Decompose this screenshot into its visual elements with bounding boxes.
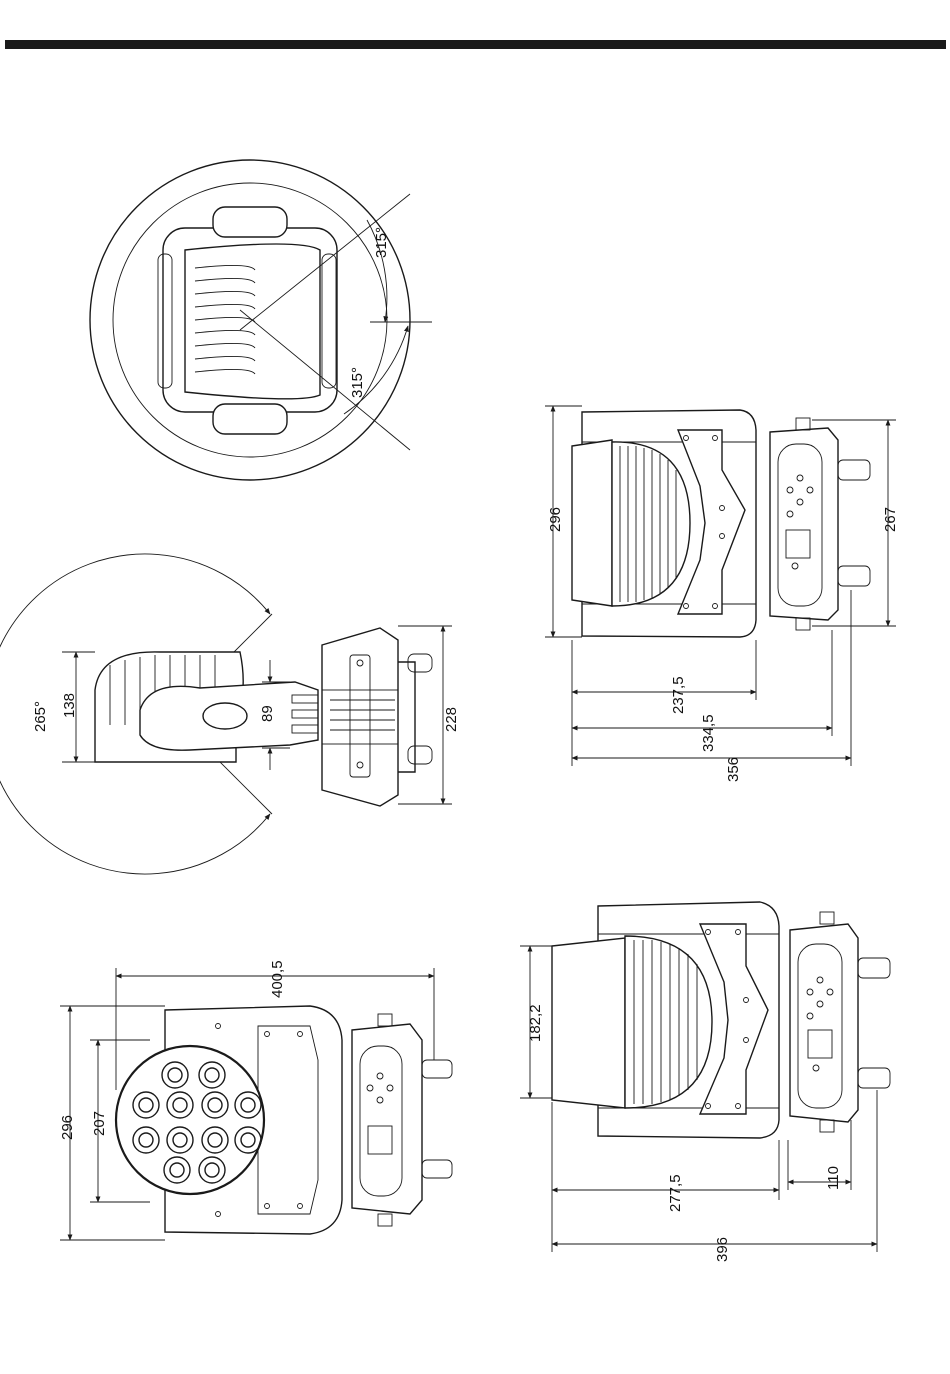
side-base-height-label: 228 <box>443 707 460 732</box>
side-yoke-gap-label: 89 <box>259 705 276 722</box>
front-lens-dia-label: 207 <box>91 1111 108 1136</box>
header-bar <box>5 40 946 49</box>
front-width-label: 400,5 <box>269 960 286 998</box>
top-depth-label: 277,5 <box>667 1174 684 1212</box>
top-head-height-label: 182,2 <box>527 1004 544 1042</box>
top-total-label: 396 <box>714 1237 731 1262</box>
view-back: 296 267 237,5 334,5 356 <box>545 406 899 782</box>
view-front: 296 207 400,5 <box>59 960 452 1240</box>
view-side: 138 265° 89 228 <box>0 554 460 874</box>
view-top: 182,2 277,5 110 396 <box>520 902 890 1262</box>
tilt-bottom-label: 315° <box>349 367 366 398</box>
back-height-label: 296 <box>547 507 564 532</box>
side-pan-label: 265° <box>32 701 49 732</box>
back-base-height-label: 267 <box>882 507 899 532</box>
front-height-label: 296 <box>59 1115 76 1140</box>
side-head-height-label: 138 <box>61 693 78 718</box>
back-depth-3-label: 356 <box>725 757 742 782</box>
back-depth-1-label: 237,5 <box>670 676 687 714</box>
top-base-label: 110 <box>825 1166 842 1190</box>
view-tilt-range: 315° 315° <box>90 160 432 480</box>
back-depth-2-label: 334,5 <box>700 714 717 752</box>
tilt-top-label: 315° <box>373 227 390 258</box>
